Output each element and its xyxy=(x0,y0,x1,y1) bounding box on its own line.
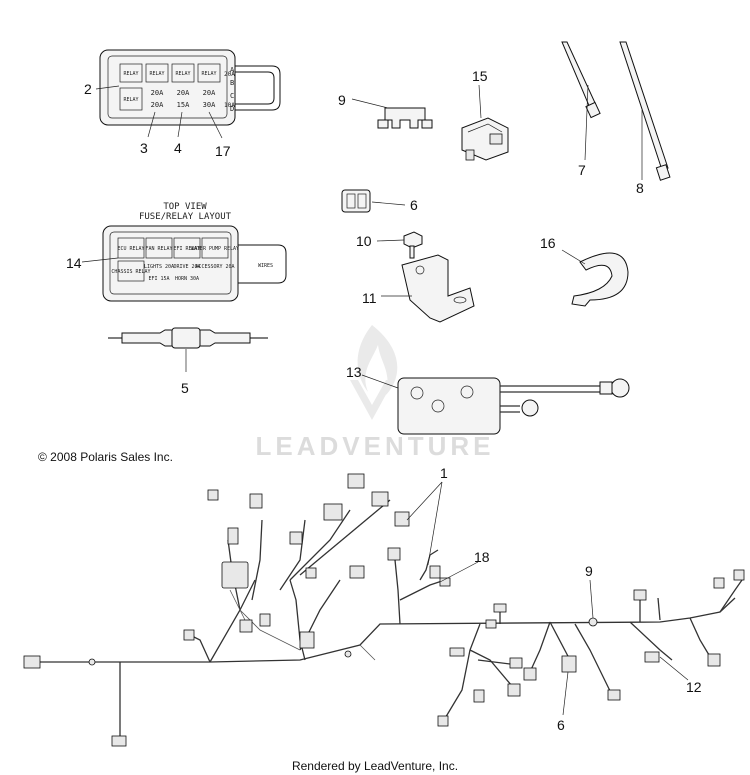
callout-13: 13 xyxy=(346,364,362,380)
svg-text:CHASSIS RELAY: CHASSIS RELAY xyxy=(111,269,150,275)
callout-9-top: 9 xyxy=(338,92,346,108)
svg-text:C: C xyxy=(230,92,234,100)
callout-12: 12 xyxy=(686,679,702,695)
callout-16: 16 xyxy=(540,235,556,251)
callout-6-top: 6 xyxy=(410,197,418,213)
callout-7: 7 xyxy=(578,162,586,178)
callout-3: 3 xyxy=(140,140,148,156)
copyright: © 2008 Polaris Sales Inc. xyxy=(38,450,173,464)
callout-15: 15 xyxy=(472,68,488,84)
svg-text:RELAY: RELAY xyxy=(123,97,138,103)
callout-6-bottom: 6 xyxy=(557,717,565,733)
svg-text:EFI RELAY: EFI RELAY xyxy=(173,246,200,252)
callout-1: 1 xyxy=(440,465,448,481)
svg-text:20A: 20A xyxy=(151,101,164,109)
layout-cells: ECU RELAY FAN RELAY EFI RELAY WATER PUMP… xyxy=(111,237,239,282)
svg-text:ECU RELAY: ECU RELAY xyxy=(117,246,144,252)
fuse-row1: RELAY RELAY RELAY RELAY 20A xyxy=(119,63,235,83)
svg-text:RELAY: RELAY xyxy=(175,71,190,77)
svg-text:HORN 30A: HORN 30A xyxy=(175,276,199,282)
callout-17: 17 xyxy=(215,143,231,159)
svg-text:RELAY: RELAY xyxy=(149,71,164,77)
svg-text:A: A xyxy=(230,66,235,74)
footer-credit: Rendered by LeadVenture, Inc. xyxy=(292,759,458,773)
svg-text:DRIVE 20A: DRIVE 20A xyxy=(173,264,200,270)
svg-text:30A: 30A xyxy=(203,101,216,109)
svg-text:20A: 20A xyxy=(203,89,216,97)
clamp-16 xyxy=(571,252,629,307)
side-letters: A B C D xyxy=(230,66,235,113)
main-wiring-harness xyxy=(23,473,745,747)
connector-9 xyxy=(377,107,433,129)
callout-2: 2 xyxy=(84,81,92,97)
svg-text:TOP VIEW: TOP VIEW xyxy=(163,202,207,212)
svg-text:D: D xyxy=(230,105,234,113)
svg-text:RELAY: RELAY xyxy=(123,71,138,77)
svg-text:15A: 15A xyxy=(177,101,190,109)
fuse-row3: 20A 15A 30A 10A xyxy=(151,101,236,109)
svg-text:RELAY: RELAY xyxy=(201,71,216,77)
cable-tie-7 xyxy=(561,41,601,119)
svg-text:10A: 10A xyxy=(224,102,235,109)
bracket-11 xyxy=(401,254,475,323)
bolt-10 xyxy=(403,231,423,259)
callout-14: 14 xyxy=(66,255,82,271)
svg-text:WATER PUMP RELAY: WATER PUMP RELAY xyxy=(191,246,239,252)
connector-15 xyxy=(461,117,509,161)
callout-5: 5 xyxy=(181,380,189,396)
svg-text:20A: 20A xyxy=(151,89,164,97)
svg-text:EFI 15A: EFI 15A xyxy=(148,276,169,282)
svg-text:20A: 20A xyxy=(224,71,235,78)
svg-text:ACCESSORY 20A: ACCESSORY 20A xyxy=(195,264,234,270)
svg-text:LIGHTS 20A: LIGHTS 20A xyxy=(144,264,174,270)
flame-logo-icon xyxy=(350,325,398,420)
callout-4: 4 xyxy=(174,140,182,156)
watermark: LEADVENTURE xyxy=(255,325,494,461)
callout-11: 11 xyxy=(362,290,377,306)
callout-10: 10 xyxy=(356,233,372,249)
svg-text:FAN RELAY: FAN RELAY xyxy=(145,246,172,252)
svg-text:WIRES: WIRES xyxy=(258,263,273,269)
callout-9-bottom: 9 xyxy=(585,563,593,579)
inline-fuse-holder xyxy=(108,327,268,349)
fuse-relay-layout: TOP VIEW FUSE/RELAY LAYOUT WIRES ECU REL… xyxy=(102,202,287,302)
svg-text:20A: 20A xyxy=(177,89,190,97)
watermark-text: LEADVENTURE xyxy=(255,431,494,461)
fuse-box: RELAY RELAY RELAY RELAY 20A RELAY 20A 20… xyxy=(99,49,281,126)
svg-text:FUSE/RELAY LAYOUT: FUSE/RELAY LAYOUT xyxy=(139,212,232,222)
fuse-row2: RELAY 20A 20A 20A xyxy=(119,87,216,111)
cable-tie-8 xyxy=(619,41,671,181)
callout-8: 8 xyxy=(636,180,644,196)
cable-assembly-13 xyxy=(397,377,630,435)
svg-text:B: B xyxy=(230,79,234,87)
connector-6 xyxy=(341,189,371,213)
callout-18: 18 xyxy=(474,549,490,565)
